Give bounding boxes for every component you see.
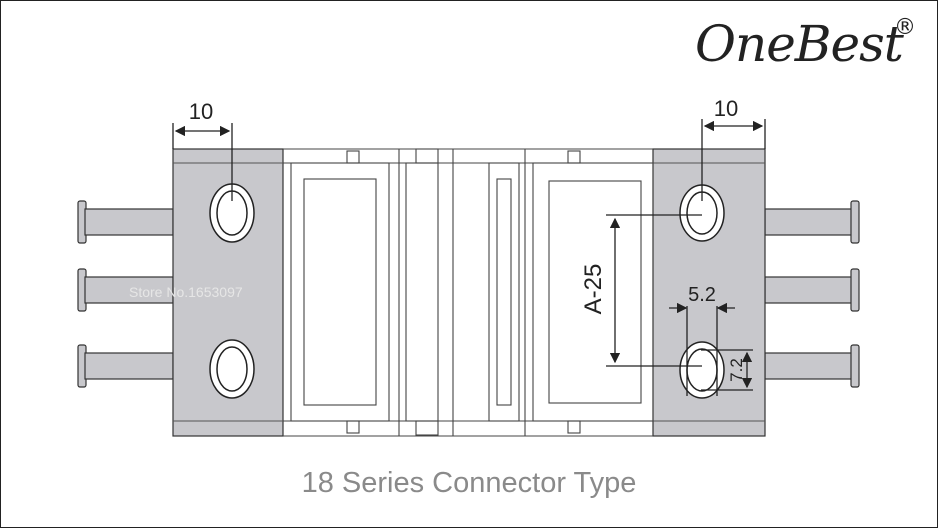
pin-flange — [850, 200, 860, 244]
left-width-dimension — [172, 123, 233, 201]
hole-spacing-label: A-25 — [580, 264, 607, 315]
diagram-caption: 18 Series Connector Type — [301, 467, 637, 499]
brand-logo: OneBest — [695, 15, 904, 73]
pin-shaft — [764, 352, 854, 380]
pin-flange — [850, 268, 860, 312]
hole-width-label: 5.2 — [688, 284, 716, 306]
pin-shaft — [84, 276, 174, 304]
right-width-label: 10 — [714, 96, 738, 121]
right-pins — [764, 200, 860, 388]
pin-shaft — [84, 352, 174, 380]
hole-height-label: 7.2 — [727, 358, 746, 382]
left-width-label: 10 — [189, 99, 213, 124]
chain-link-body — [283, 148, 654, 437]
right-width-dimension — [701, 119, 766, 201]
hole-width-dimension — [669, 302, 735, 396]
pin-flange — [850, 344, 860, 388]
pin-shaft — [764, 276, 854, 304]
hole-spacing-dimension — [606, 214, 702, 367]
registered-mark: ® — [894, 15, 916, 40]
pin-shaft — [764, 208, 854, 236]
pin-shaft — [84, 208, 174, 236]
hole-height-dimension — [701, 349, 753, 391]
watermark-text: Store No.1653097 — [129, 284, 243, 300]
